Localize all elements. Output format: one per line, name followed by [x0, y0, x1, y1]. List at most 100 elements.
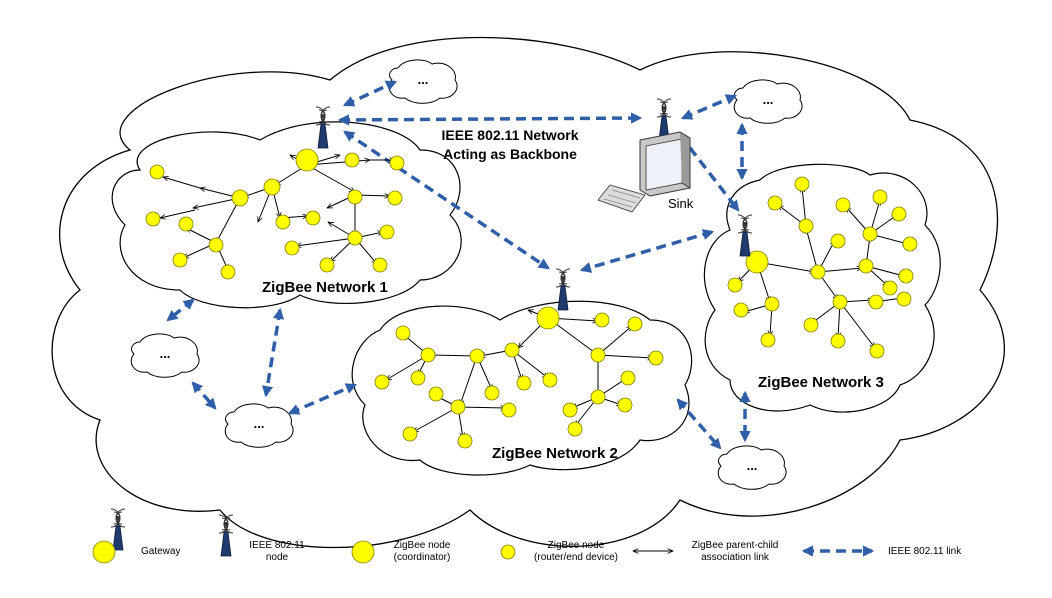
zigbee-node: [862, 226, 878, 242]
other-network-cloud-left: [130, 333, 200, 378]
zigbee-link: [216, 197, 241, 243]
backbone-title: IEEE 802.11 Network Acting as Backbone: [425, 126, 595, 164]
legend-parent-child-line2: association link: [701, 552, 769, 563]
ieee-link: [261, 307, 285, 398]
network1-label: ZigBee Network 1: [262, 279, 388, 296]
ieee-link: [191, 381, 217, 410]
zigbee-node: [420, 347, 436, 363]
other-network-cloud-bottomright: [717, 445, 787, 490]
zigbee-node: [594, 312, 610, 328]
zigbee-node: [627, 316, 643, 332]
other-network-label: ...: [159, 346, 171, 361]
zigbee-node: [263, 178, 281, 196]
zigbee-node: [450, 399, 466, 415]
backbone-title-line2: Acting as Backbone: [443, 146, 577, 162]
legend-router-line1: ZigBee node: [547, 540, 605, 551]
ieee-link: [342, 80, 398, 107]
legend-router-label: ZigBee node (router/end device): [526, 540, 626, 564]
zigbee-link: [430, 355, 478, 356]
zigbee-node: [803, 317, 819, 333]
legend-coordinator-icon: [351, 540, 375, 564]
legend-ieee-node-line2: node: [265, 552, 289, 563]
legend-parent-child-line1: ZigBee parent-child: [691, 540, 779, 551]
zigbee-node: [284, 240, 300, 256]
zigbee-node: [767, 195, 783, 211]
zigbee-node: [516, 375, 532, 391]
zigbee-node: [798, 218, 814, 234]
zigbee-node: [379, 224, 395, 240]
zigbee-node: [501, 402, 517, 418]
zigbee-link: [597, 354, 653, 358]
zigbee-node: [231, 189, 249, 207]
zigbee-node: [389, 155, 405, 171]
zigbee-node: [810, 264, 826, 280]
zigbee-node: [457, 433, 473, 449]
zigbee-node: [835, 197, 851, 213]
zigbee-node: [172, 252, 188, 268]
zigbee-node: [402, 426, 418, 442]
legend-coordinator-line2: (coordinator): [393, 552, 451, 563]
zigbee-node: [208, 237, 224, 253]
zigbee-node: [898, 268, 914, 284]
legend-ieee-link-label: IEEE 802.11 link: [888, 546, 962, 557]
zigbee-node: [410, 370, 426, 386]
zigbee-node: [469, 348, 485, 364]
zigbee-link: [839, 301, 875, 348]
zigbee-node: [830, 233, 846, 249]
zigbee-node: [542, 372, 558, 388]
ieee-link: [287, 383, 358, 415]
zigbee-node: [764, 296, 780, 312]
other-network-label: ...: [253, 416, 265, 431]
legend-router-icon: [500, 544, 516, 560]
zigbee-node: [872, 189, 888, 205]
zigbee-node: [347, 189, 363, 205]
zigbee-node: [891, 206, 907, 222]
zigbee-node: [830, 333, 846, 349]
zigbee-node: [727, 277, 743, 293]
legend-router-line2: (router/end device): [534, 552, 618, 563]
zigbee-node: [395, 325, 411, 341]
zigbee-link: [806, 228, 819, 273]
zigbee-node: [374, 374, 390, 390]
backbone-title-line1: IEEE 802.11 Network: [441, 127, 579, 143]
zigbee-node: [832, 294, 848, 310]
zigbee-coordinator-node: [536, 306, 560, 330]
zigbee-node: [902, 236, 918, 252]
zigbee-node: [794, 176, 810, 192]
zigbee-node: [484, 385, 500, 401]
zigbee-node: [858, 258, 874, 274]
zigbee-node: [504, 342, 520, 358]
net3-nodes: [727, 176, 918, 359]
legend-coordinator-label: ZigBee node (coordinator): [382, 540, 462, 564]
zigbee-node: [344, 152, 360, 168]
zigbee-node: [760, 332, 776, 348]
other-network-label: ...: [762, 92, 774, 107]
zigbee-link: [413, 406, 459, 432]
sink-computer-icon: [597, 131, 691, 213]
ieee-link: [680, 94, 738, 120]
zigbee-node: [733, 302, 749, 318]
zigbee-node: [178, 216, 194, 232]
zigbee-node: [896, 291, 912, 307]
zigbee-node: [305, 210, 321, 226]
zigbee-node: [347, 230, 363, 246]
zigbee-coordinator-node: [745, 250, 769, 274]
zigbee-link: [160, 209, 196, 218]
ieee-link: [343, 130, 550, 270]
other-network-label: ...: [417, 72, 429, 87]
net1-nodes: [145, 148, 405, 280]
legend-coordinator-line1: ZigBee node: [393, 540, 451, 551]
zigbee-node: [145, 211, 161, 227]
zigbee-link: [457, 407, 506, 408]
legend-parent-child-label: ZigBee parent-child association link: [680, 540, 790, 564]
zigbee-node: [869, 343, 885, 359]
zigbee-node: [617, 397, 633, 413]
other-network-cloud-bottomleft: [224, 403, 294, 448]
network3-label: ZigBee Network 3: [758, 374, 884, 391]
legend-gateway-icon: [92, 508, 126, 564]
ieee-link: [579, 229, 715, 273]
ieee-link: [166, 298, 195, 322]
zigbee-link: [306, 164, 355, 192]
ieee-link: [337, 112, 643, 126]
